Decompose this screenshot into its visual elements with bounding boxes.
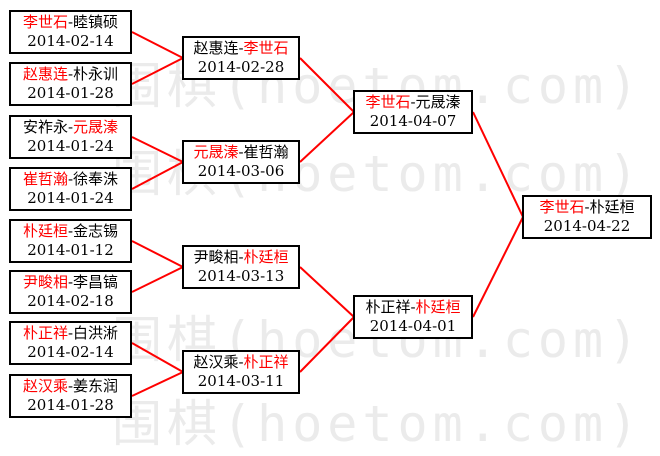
vs-dash: - bbox=[67, 65, 74, 83]
player-name: 李世石 bbox=[243, 39, 289, 57]
match-date: 2014-02-14 bbox=[27, 32, 114, 50]
match-date: 2014-02-18 bbox=[27, 292, 114, 310]
match-players: 朴正祥-白洪淅 bbox=[23, 324, 118, 343]
match-box: 崔哲瀚-徐奉洙 2014-01-24 bbox=[9, 167, 132, 211]
vs-dash: - bbox=[238, 353, 244, 371]
match-players: 安祚永-元晟溱 bbox=[23, 118, 118, 137]
vs-dash: - bbox=[67, 170, 74, 188]
player-name: 元晟溱 bbox=[193, 143, 239, 161]
match-players: 李世石-元晟溱 bbox=[365, 93, 460, 112]
match-date: 2014-02-14 bbox=[27, 343, 114, 361]
match-box: 赵惠连-朴永训 2014-01-28 bbox=[9, 62, 132, 106]
match-box: 尹畯相-朴廷桓 2014-03-13 bbox=[182, 245, 300, 289]
player-name: 白洪淅 bbox=[73, 324, 119, 342]
player-name: 李昌镐 bbox=[73, 273, 119, 291]
vs-dash: - bbox=[410, 298, 416, 316]
match-players: 李世石-朴廷桓 bbox=[539, 198, 634, 217]
match-players: 朴正祥-朴廷桓 bbox=[365, 298, 460, 317]
player-name: 朴廷桓 bbox=[22, 222, 68, 240]
vs-dash: - bbox=[410, 93, 416, 111]
match-players: 赵汉乘-姜东润 bbox=[23, 377, 118, 396]
player-name: 朴正祥 bbox=[365, 298, 411, 316]
player-name: 睦镇硕 bbox=[73, 13, 119, 31]
vs-dash: - bbox=[67, 13, 74, 31]
player-name: 尹畯相 bbox=[22, 273, 68, 291]
match-players: 赵惠连-李世石 bbox=[193, 39, 288, 58]
match-date: 2014-03-11 bbox=[197, 372, 285, 390]
player-name: 赵惠连 bbox=[193, 39, 239, 57]
player-name: 崔哲瀚 bbox=[22, 170, 68, 188]
player-name: 李世石 bbox=[365, 93, 411, 111]
player-name: 安祚永 bbox=[22, 118, 68, 136]
player-name: 李世石 bbox=[22, 13, 68, 31]
match-box: 朴正祥-白洪淅 2014-02-14 bbox=[9, 321, 132, 365]
vs-dash: - bbox=[584, 198, 590, 216]
player-name: 赵汉乘 bbox=[22, 377, 68, 395]
match-date: 2014-03-13 bbox=[197, 267, 285, 285]
match-box: 尹畯相-李昌镐 2014-02-18 bbox=[9, 270, 132, 314]
player-name: 朴正祥 bbox=[243, 353, 289, 371]
match-date: 2014-03-06 bbox=[197, 162, 285, 180]
match-box: 朴廷桓-金志锡 2014-01-12 bbox=[9, 219, 132, 263]
match-players: 朴廷桓-金志锡 bbox=[23, 222, 118, 241]
match-box: 元晟溱-崔哲瀚 2014-03-06 bbox=[182, 140, 300, 184]
player-name: 元晟溱 bbox=[73, 118, 119, 136]
match-date: 2014-04-01 bbox=[369, 317, 457, 335]
vs-dash: - bbox=[67, 324, 74, 342]
match-date: 2014-01-12 bbox=[27, 241, 114, 259]
player-name: 李世石 bbox=[539, 198, 585, 216]
vs-dash: - bbox=[238, 248, 244, 266]
match-players: 尹畯相-李昌镐 bbox=[23, 273, 118, 292]
match-players: 元晟溱-崔哲瀚 bbox=[193, 143, 288, 162]
match-box: 李世石-睦镇硕 2014-02-14 bbox=[9, 10, 132, 54]
match-date: 2014-01-28 bbox=[27, 396, 114, 414]
match-box: 朴正祥-朴廷桓 2014-04-01 bbox=[353, 295, 473, 339]
match-box: 赵汉乘-朴正祥 2014-03-11 bbox=[182, 350, 300, 394]
player-name: 朴廷桓 bbox=[243, 248, 289, 266]
match-players: 尹畯相-朴廷桓 bbox=[193, 248, 288, 267]
vs-dash: - bbox=[238, 39, 244, 57]
match-players: 赵惠连-朴永训 bbox=[23, 65, 118, 84]
player-name: 朴正祥 bbox=[22, 324, 68, 342]
match-box: 赵汉乘-姜东润 2014-01-28 bbox=[9, 374, 132, 418]
match-box: 安祚永-元晟溱 2014-01-24 bbox=[9, 115, 132, 159]
player-name: 朴廷桓 bbox=[415, 298, 461, 316]
match-players: 崔哲瀚-徐奉洙 bbox=[23, 170, 118, 189]
player-name: 朴廷桓 bbox=[589, 198, 635, 216]
match-box: 赵惠连-李世石 2014-02-28 bbox=[182, 36, 300, 80]
player-name: 徐奉洙 bbox=[73, 170, 119, 188]
player-name: 姜东润 bbox=[73, 377, 119, 395]
player-name: 赵惠连 bbox=[22, 65, 68, 83]
player-name: 元晟溱 bbox=[415, 93, 461, 111]
match-date: 2014-01-28 bbox=[27, 84, 114, 102]
match-date: 2014-04-22 bbox=[543, 217, 631, 235]
vs-dash: - bbox=[67, 222, 74, 240]
match-date: 2014-02-28 bbox=[197, 58, 285, 76]
vs-dash: - bbox=[238, 143, 244, 161]
match-date: 2014-04-07 bbox=[369, 112, 457, 130]
bracket-canvas: 围棋(hoetom.com) 围棋(hoetom.com) 围棋(hoetom.… bbox=[9, 10, 652, 453]
player-name: 赵汉乘 bbox=[193, 353, 239, 371]
player-name: 朴永训 bbox=[73, 65, 119, 83]
vs-dash: - bbox=[67, 377, 74, 395]
match-box: 李世石-元晟溱 2014-04-07 bbox=[353, 90, 473, 134]
player-name: 崔哲瀚 bbox=[243, 143, 289, 161]
match-players: 李世石-睦镇硕 bbox=[23, 13, 118, 32]
player-name: 金志锡 bbox=[73, 222, 119, 240]
match-date: 2014-01-24 bbox=[27, 189, 114, 207]
match-date: 2014-01-24 bbox=[27, 137, 114, 155]
vs-dash: - bbox=[67, 118, 74, 136]
player-name: 尹畯相 bbox=[193, 248, 239, 266]
vs-dash: - bbox=[67, 273, 74, 291]
match-players: 赵汉乘-朴正祥 bbox=[193, 353, 288, 372]
connector-lines bbox=[131, 31, 524, 397]
match-box: 李世石-朴廷桓 2014-04-22 bbox=[522, 195, 652, 239]
